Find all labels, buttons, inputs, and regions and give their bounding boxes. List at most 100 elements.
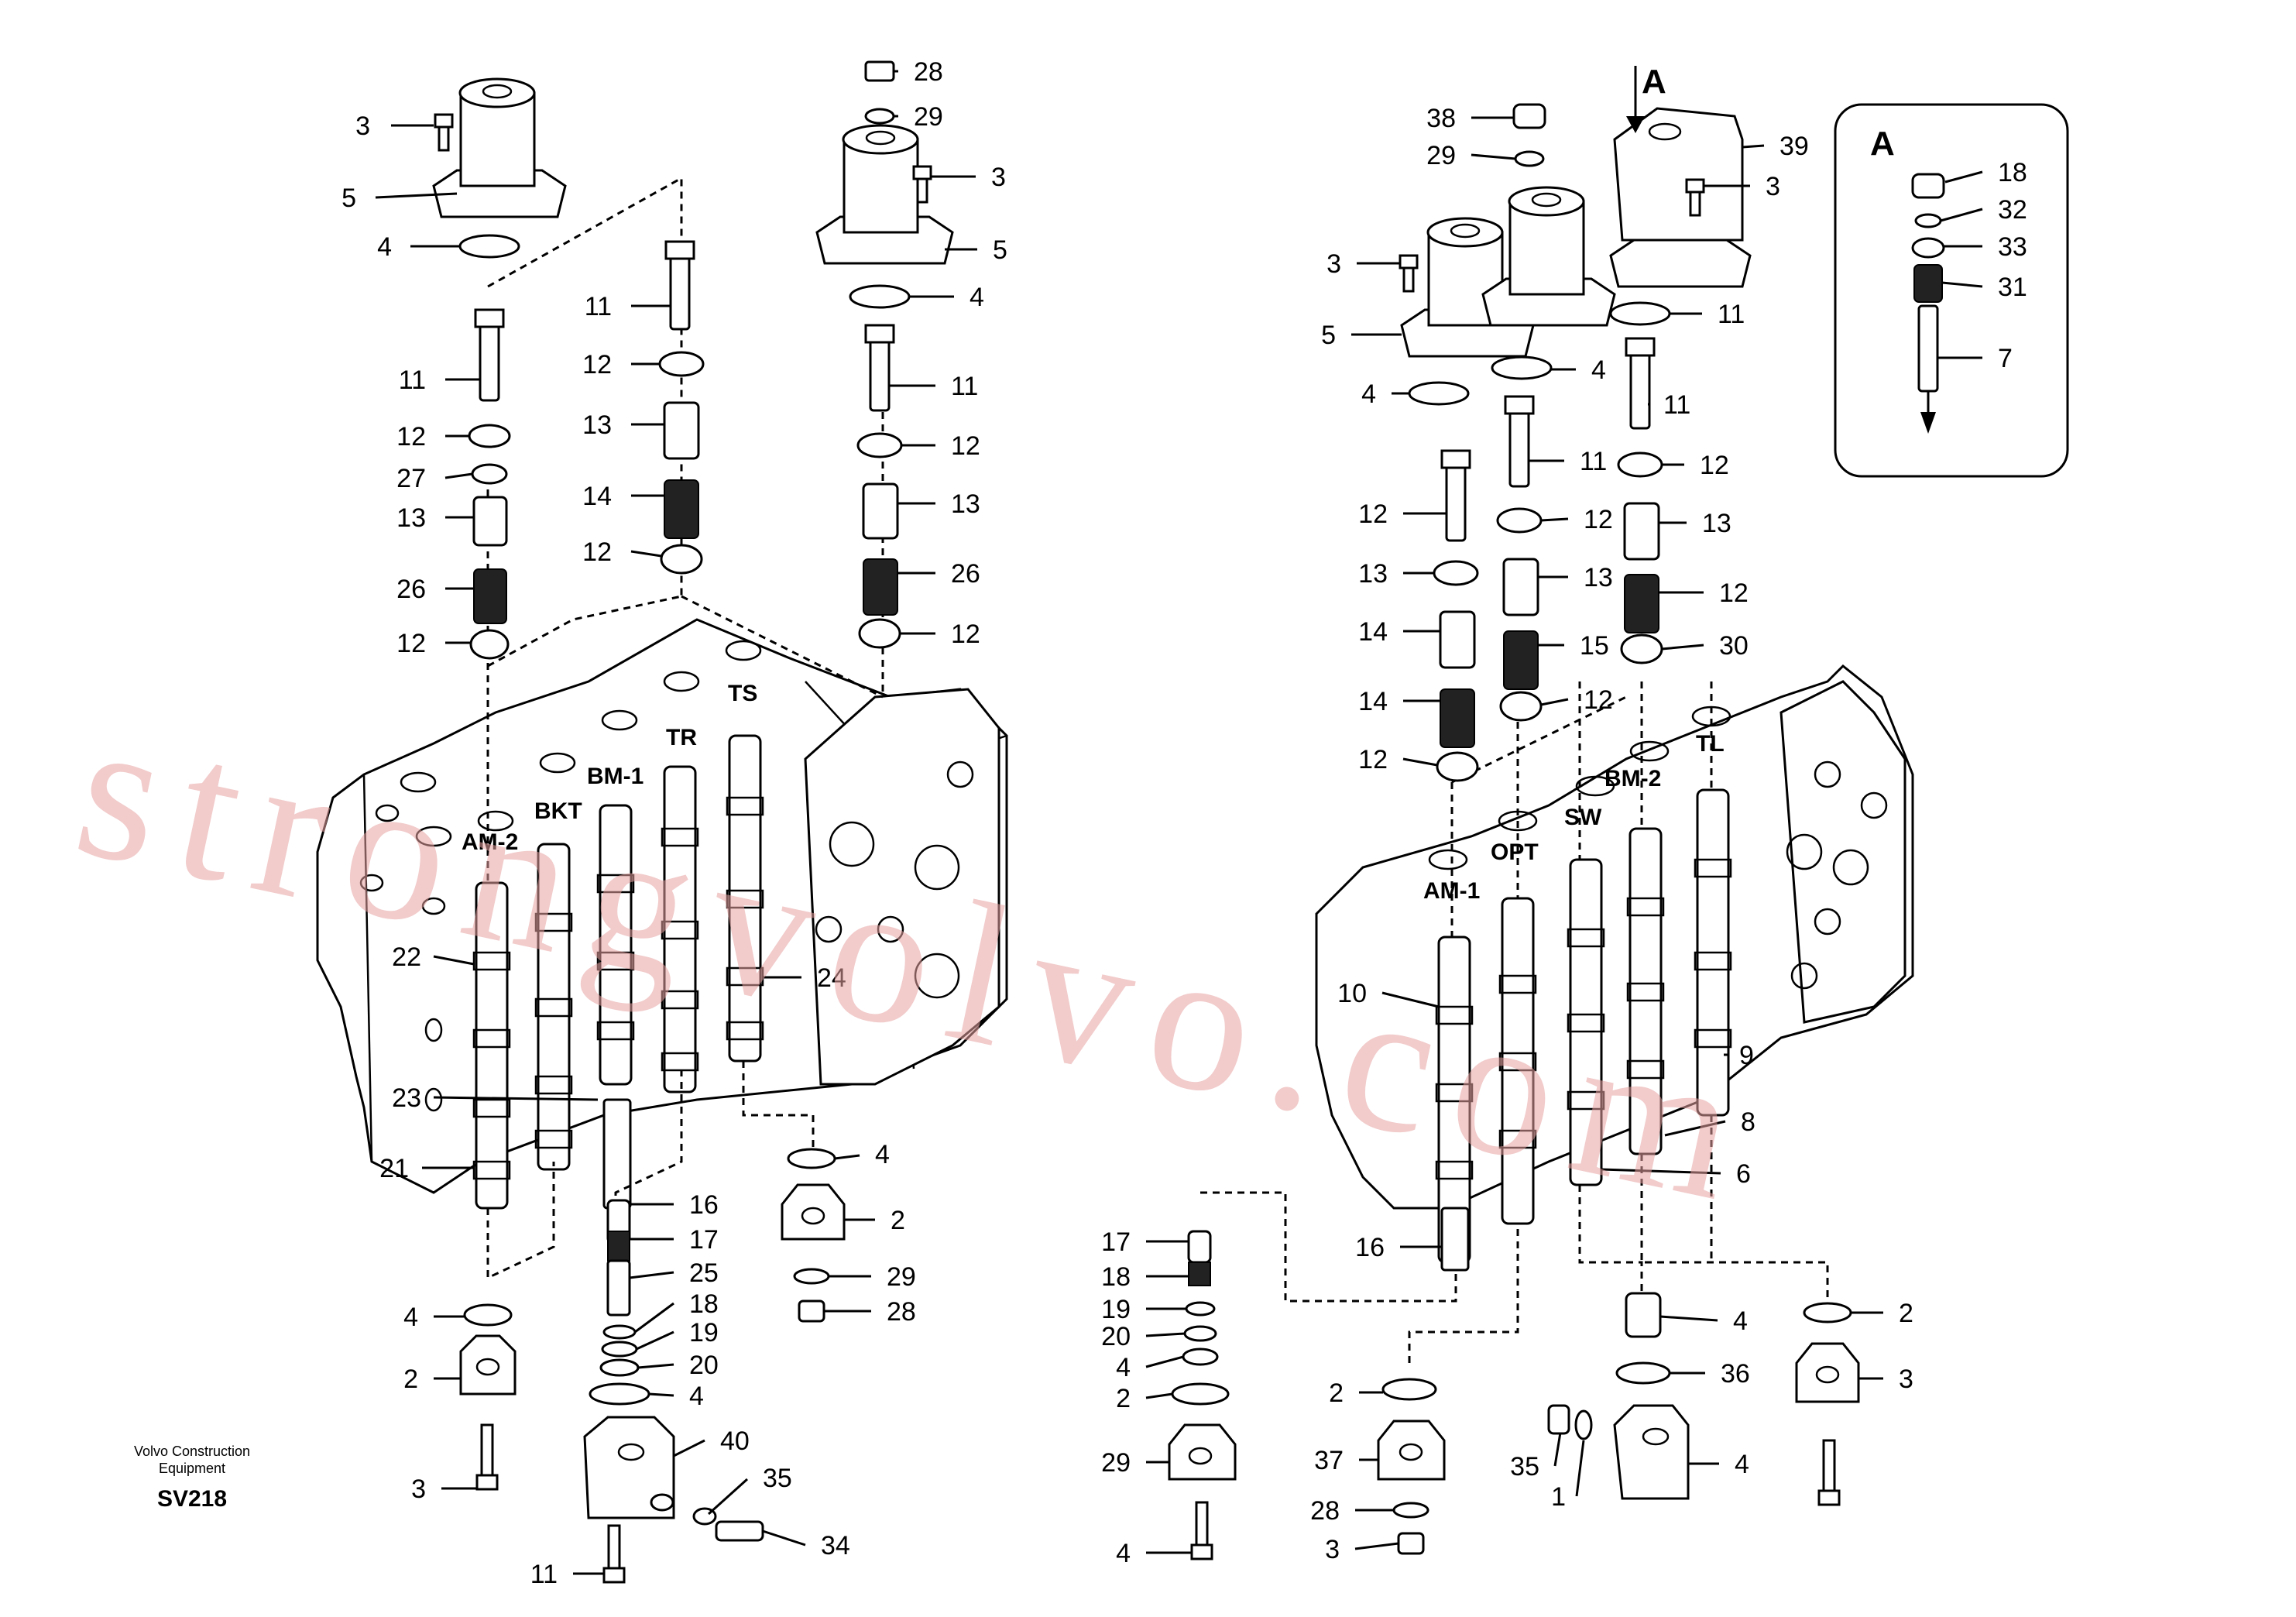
solenoid-cap-right-2 <box>1481 186 1616 327</box>
callout-label: 38 <box>1426 104 1456 133</box>
callout-label: 1 <box>1551 1482 1566 1512</box>
credit-block: Volvo Construction Equipment SV218 <box>134 1444 250 1512</box>
callout-leader <box>630 550 662 558</box>
callout-label: 32 <box>1998 195 2027 225</box>
cover-left-bottom-1 <box>459 1334 517 1396</box>
callout-label: 13 <box>1358 559 1388 589</box>
plug-37 <box>1625 1292 1662 1338</box>
callout-label: 15 <box>1580 631 1609 661</box>
callout-label: 12 <box>1700 451 1729 480</box>
spring-left-3 <box>863 558 898 616</box>
callout-label: 36 <box>1721 1359 1750 1389</box>
callout-leader <box>1145 1332 1186 1337</box>
left-spool-tr <box>661 765 699 1093</box>
callout-label: 18 <box>1998 158 2027 187</box>
callout-label: 4 <box>1116 1353 1131 1382</box>
callout-leader <box>1145 1355 1184 1368</box>
cover-left-bottom-2 <box>781 1183 846 1241</box>
callout-label: 28 <box>887 1297 916 1327</box>
callout-label: 12 <box>1358 745 1388 774</box>
callout-label: 21 <box>379 1154 409 1183</box>
bolt-right-2 <box>1685 178 1705 217</box>
callout-label: 13 <box>1584 563 1613 592</box>
callout-leader <box>707 1478 749 1516</box>
callout-leader <box>1575 1440 1585 1497</box>
callout-leader <box>629 1271 674 1279</box>
callout-leader <box>444 472 473 479</box>
callout-label: 7 <box>1998 344 2013 373</box>
callout-label: 14 <box>582 482 612 511</box>
callout-label: 2 <box>403 1365 418 1394</box>
port-label-opt: OPT <box>1491 839 1539 865</box>
left-spool-am2 <box>472 881 511 1210</box>
callout-leader <box>834 1154 860 1160</box>
callout-label: 13 <box>396 503 426 533</box>
inset-frame <box>1834 103 2069 478</box>
cover-right-bottom-3 <box>1795 1342 1860 1403</box>
callout-label: 12 <box>1719 578 1749 608</box>
callout-leader <box>1742 144 1765 149</box>
callout-label: 5 <box>341 184 356 213</box>
callout-leader <box>1145 1392 1173 1399</box>
callout-leader <box>1354 1542 1399 1550</box>
piston-left-1 <box>474 308 505 402</box>
callout-label: 11 <box>585 292 612 321</box>
bolt-right-1 <box>1399 254 1419 293</box>
callout-label: 16 <box>689 1190 719 1220</box>
spring-left-2 <box>664 479 699 539</box>
callout-label: 2 <box>1899 1299 1913 1328</box>
callout-label: 4 <box>970 283 984 312</box>
callout-label: 25 <box>689 1258 719 1288</box>
port-label-tr: TR <box>666 725 697 750</box>
relief-valve-34 <box>715 1520 764 1542</box>
right-spool-sw <box>1567 858 1605 1186</box>
right-valve-assembly: AM-1 OPT SW BM-2 TL <box>1168 63 1914 1560</box>
callout-leader <box>1540 517 1569 522</box>
bolt-left-2 <box>912 165 932 204</box>
callout-label: 4 <box>1733 1306 1748 1336</box>
callout-label: 12 <box>582 537 612 567</box>
piston-right-1 <box>1440 449 1471 542</box>
credit-line-2: Equipment <box>159 1461 225 1476</box>
callout-labels: 3541112271326121112131412282935411121326… <box>341 57 2027 1589</box>
callout-label: 40 <box>720 1426 750 1456</box>
callout-label: 3 <box>1325 1535 1340 1564</box>
callout-label: 2 <box>1116 1384 1131 1413</box>
right-spool-bm2 <box>1626 827 1665 1155</box>
callout-label: 4 <box>1591 355 1606 385</box>
callout-label: 12 <box>396 629 426 658</box>
callout-label: 10 <box>1337 979 1367 1008</box>
callout-label: 24 <box>817 963 846 993</box>
callout-label: 29 <box>914 102 943 132</box>
piston-left-3 <box>864 324 895 412</box>
callout-label: 6 <box>1736 1159 1751 1189</box>
cover-right-bottom-1 <box>1168 1423 1237 1481</box>
callout-leader <box>634 1302 674 1334</box>
callout-label: 12 <box>951 431 980 461</box>
callout-label: 12 <box>396 422 426 451</box>
callout-label: 11 <box>1663 390 1690 420</box>
port-label-ts: TS <box>728 681 757 706</box>
callout-label: 4 <box>1116 1539 1131 1568</box>
callout-label: 17 <box>1101 1227 1131 1257</box>
callout-label: 17 <box>689 1225 719 1255</box>
callout-label: 13 <box>582 410 612 440</box>
spring-right-2 <box>1503 630 1539 690</box>
callout-label: 3 <box>411 1475 426 1504</box>
piston-right-3 <box>1625 337 1656 430</box>
port-label-sw: SW <box>1564 805 1602 830</box>
callout-label: 3 <box>1766 172 1780 201</box>
callout-label: 2 <box>1329 1378 1344 1408</box>
bolt-right-bottom-3 <box>1817 1439 1841 1506</box>
callout-label: 3 <box>1899 1365 1913 1394</box>
callout-leader <box>375 192 458 199</box>
callout-label: 14 <box>1358 687 1388 716</box>
callout-label: 12 <box>582 350 612 379</box>
callout-leader <box>1944 170 1983 184</box>
callout-label: 11 <box>1580 447 1607 476</box>
callout-leader <box>433 1096 599 1101</box>
callout-leader <box>673 1439 705 1457</box>
port-label-bkt: BKT <box>534 798 582 824</box>
callout-label: 11 <box>399 366 426 395</box>
callout-label: 5 <box>993 235 1007 265</box>
